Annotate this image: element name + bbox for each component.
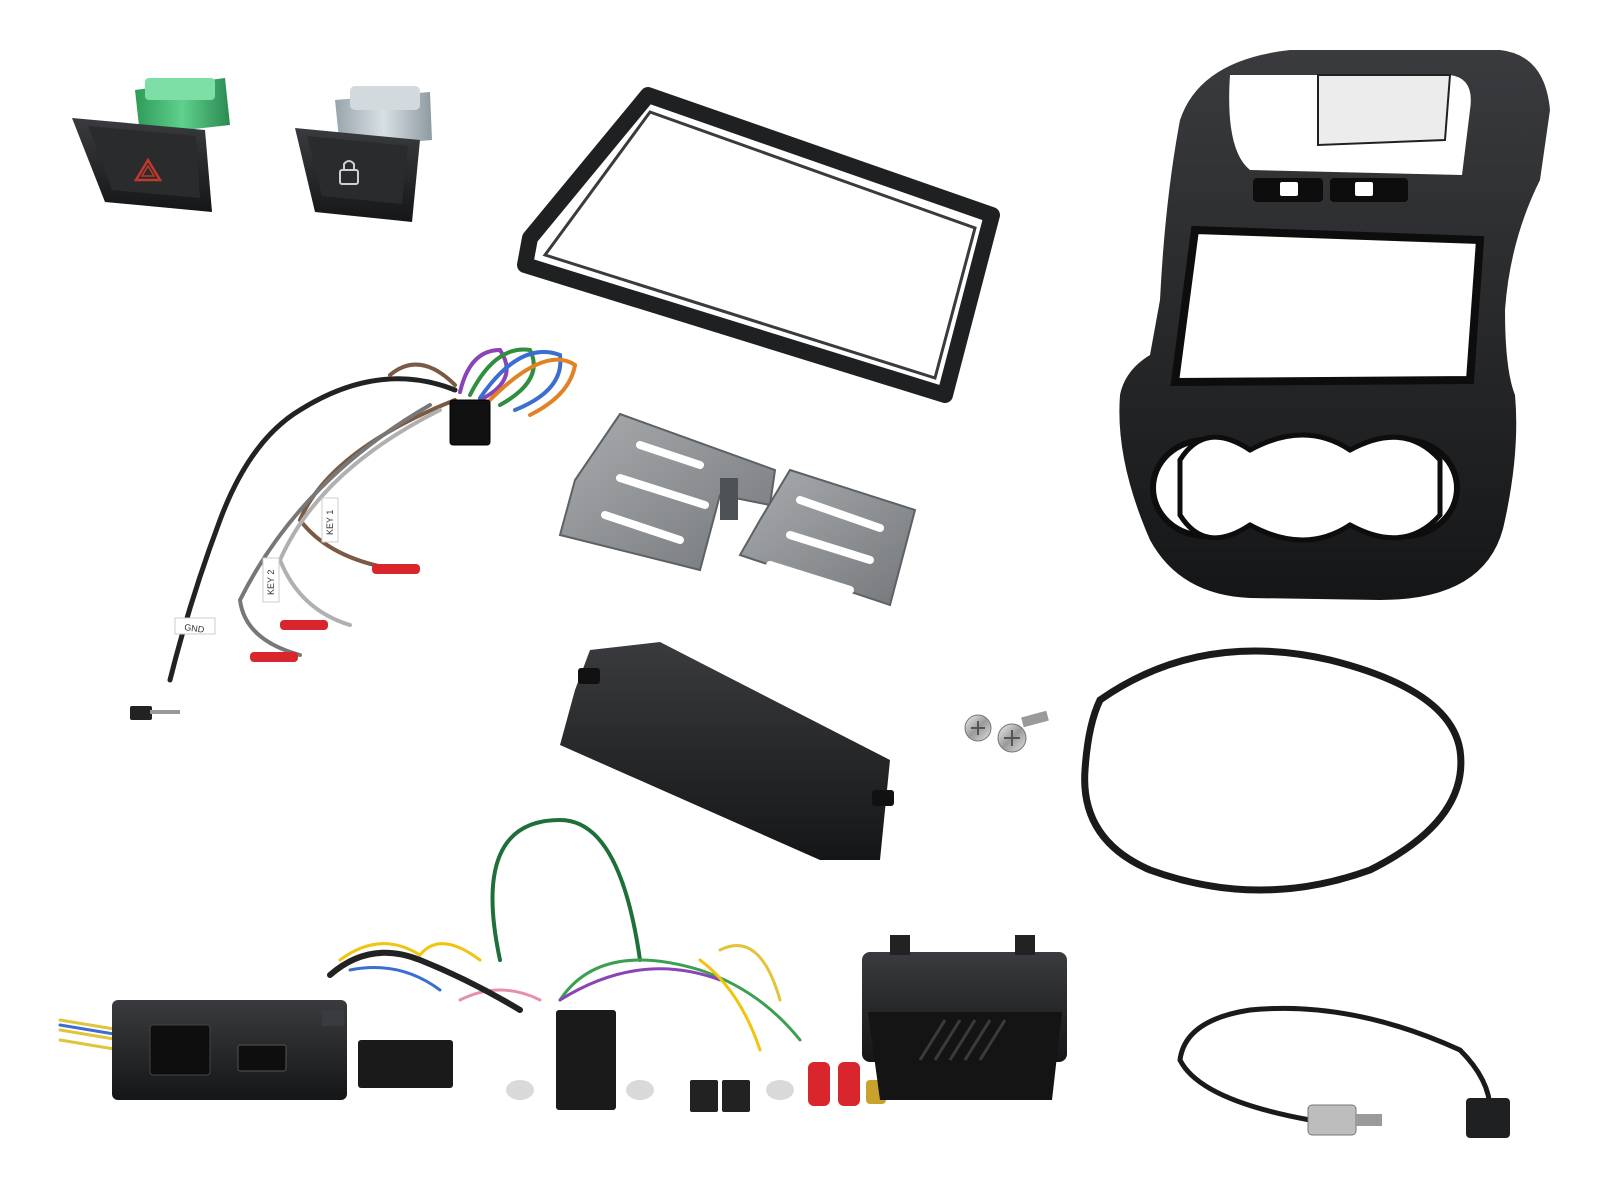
red-spade-connectors: [250, 564, 420, 662]
wire-label-key2: KEY 2: [266, 570, 276, 595]
vehicle-connectors: [358, 1010, 886, 1112]
hazard-triangle-icon: [133, 157, 163, 182]
double-din-frame: [517, 87, 1000, 403]
wire-label-gnd: GND: [184, 622, 206, 635]
antenna-adapter-cable: [1177, 1005, 1510, 1138]
mounting-brackets: [558, 412, 917, 607]
rca-plugs: [808, 1062, 886, 1106]
interface-module-box: [112, 1000, 347, 1100]
interface-module-harness: [58, 817, 802, 1052]
lock-switch: [295, 86, 432, 222]
black-cover-plate: [560, 642, 894, 860]
steering-wire-harness: [130, 347, 578, 720]
wire-label-tags: KEY 1 KEY 2 GND: [174, 497, 339, 635]
dash-fascia-panel: [1119, 50, 1550, 600]
screws: [964, 710, 1049, 753]
hazard-switch: [72, 78, 230, 212]
climate-control-cutouts: [1150, 432, 1460, 543]
cover-box-module: [862, 935, 1067, 1100]
door-lock-icon: [339, 160, 359, 185]
rubber-gasket-ring: [1081, 647, 1465, 894]
wire-label-key1: KEY 1: [325, 510, 335, 535]
